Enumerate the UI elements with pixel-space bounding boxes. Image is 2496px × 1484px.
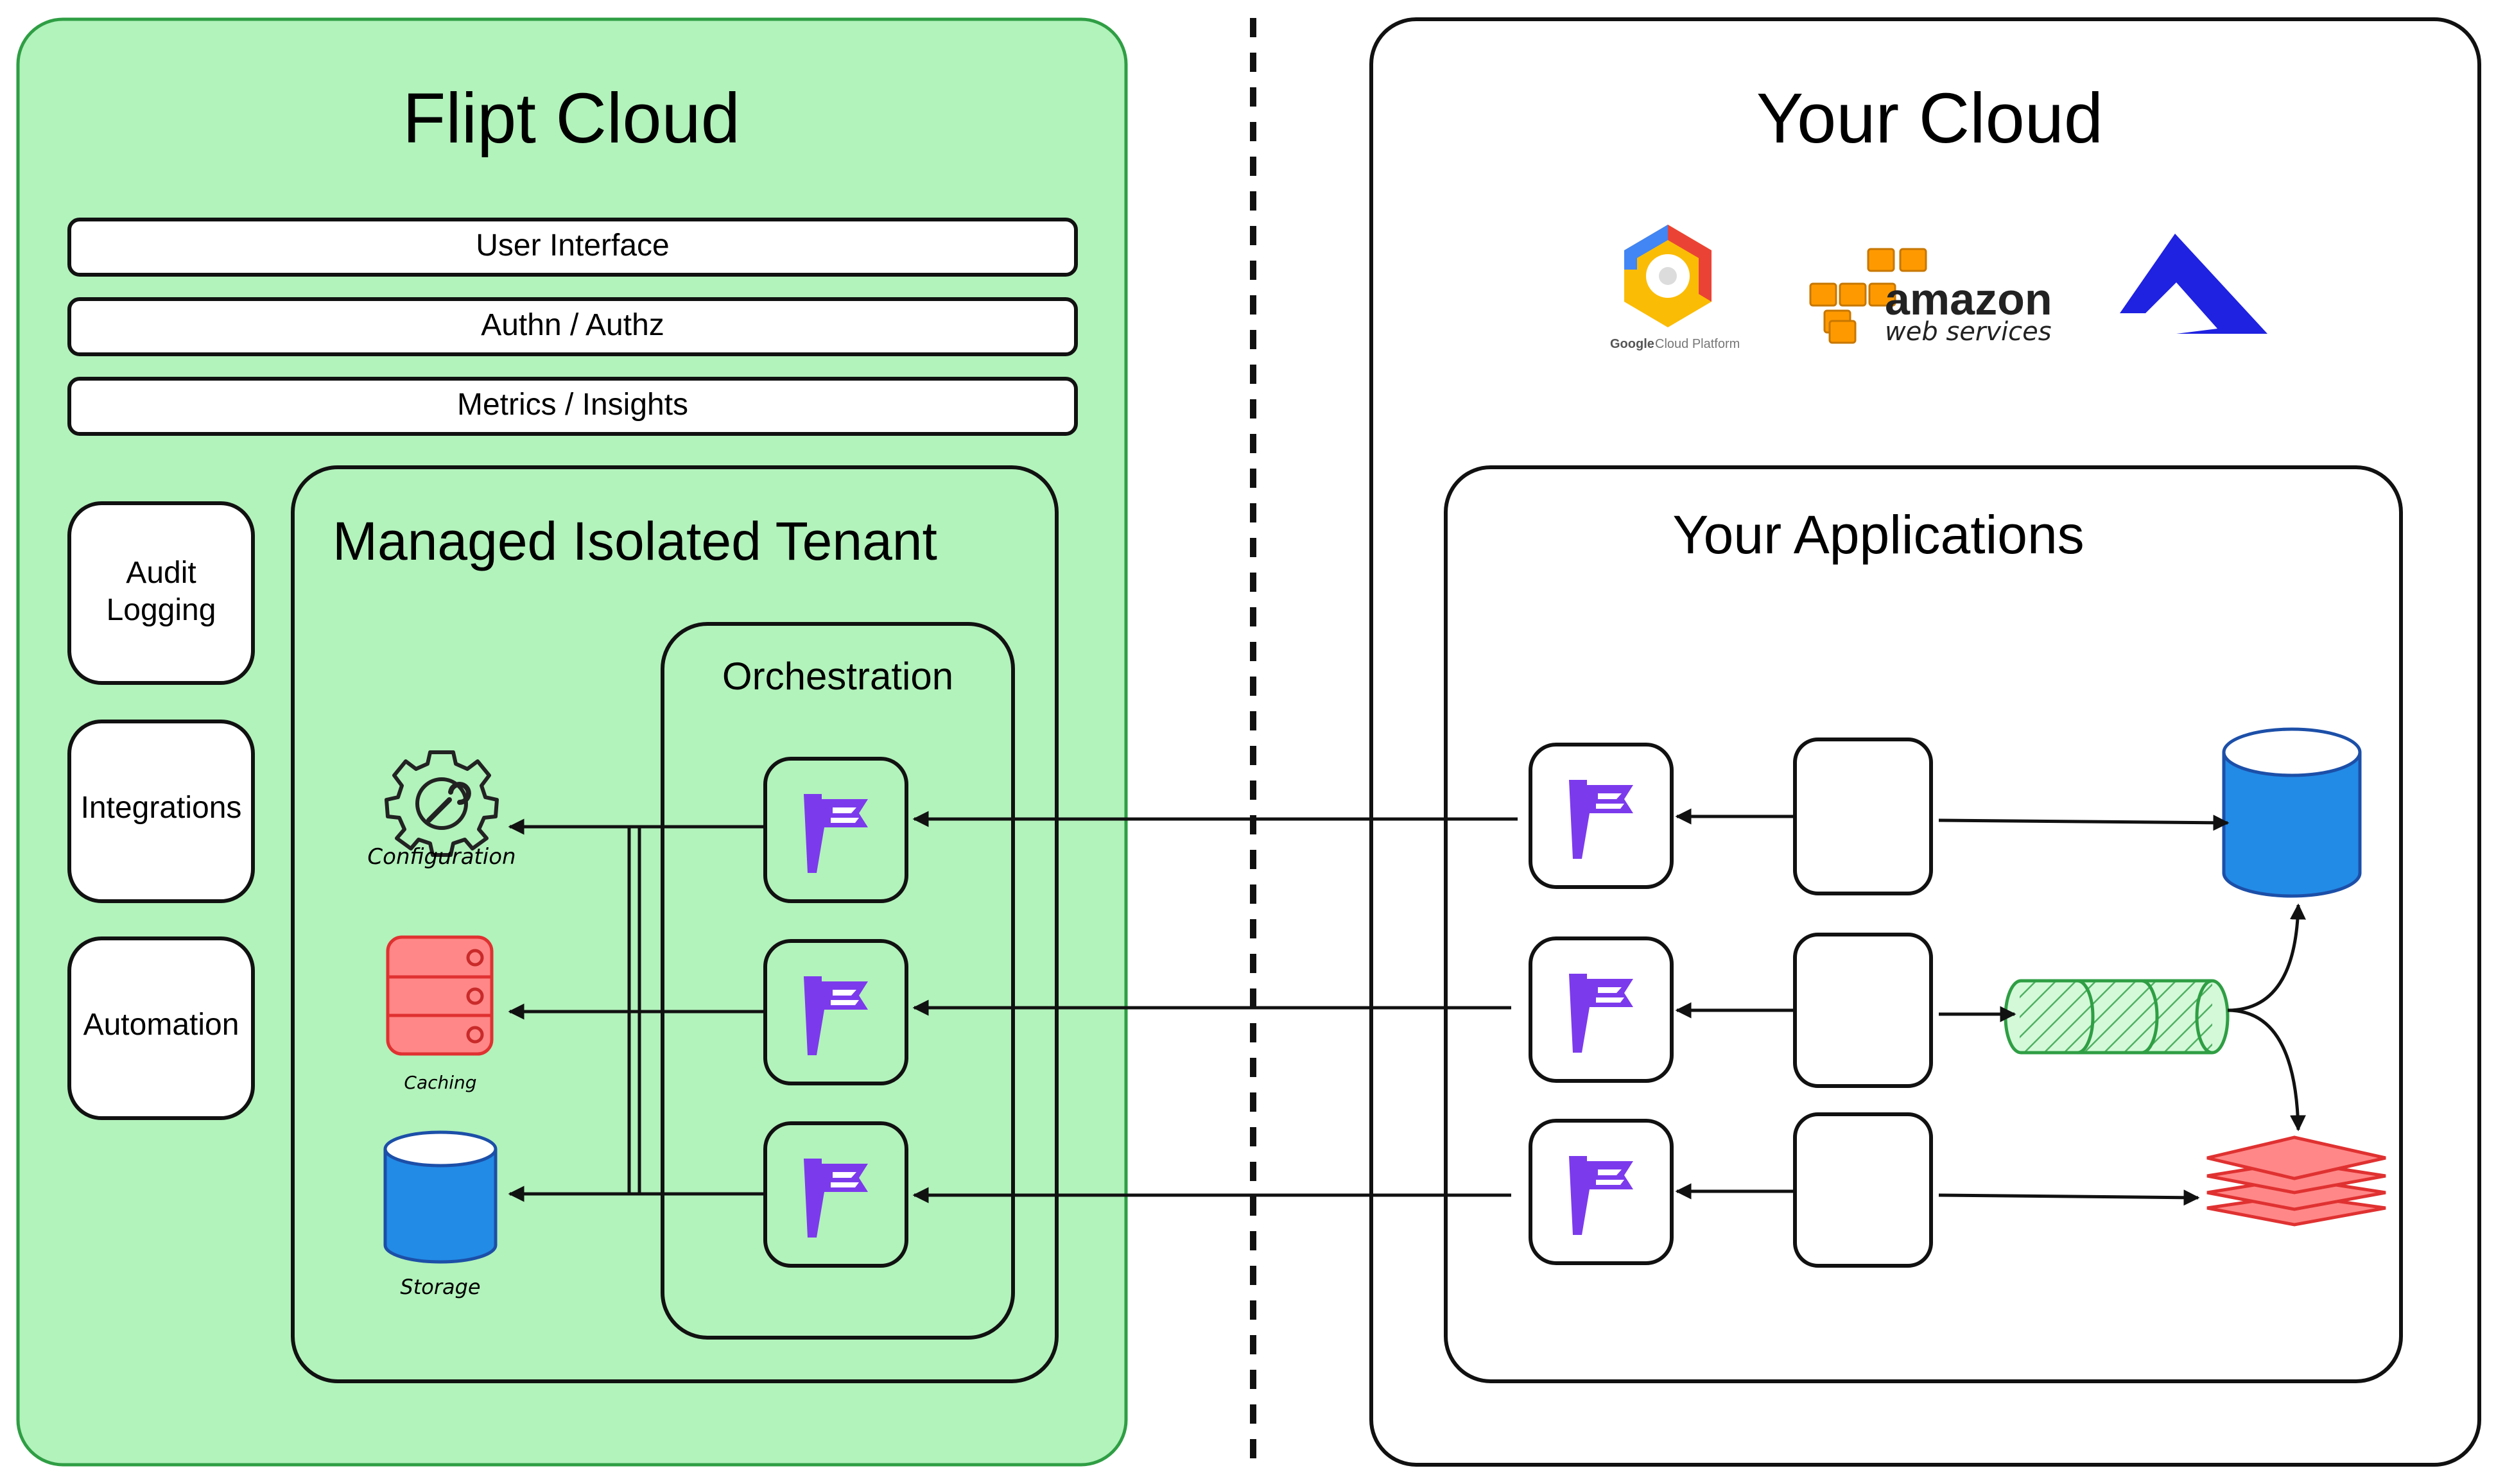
tenant-title: Managed Isolated Tenant bbox=[333, 511, 937, 571]
integrations-label: Integrations bbox=[81, 791, 242, 825]
your-applications-title: Your Applications bbox=[1672, 505, 2084, 565]
audit-logging-box: Audit Logging bbox=[67, 501, 255, 685]
configuration-label: Configuration bbox=[367, 844, 516, 870]
application-box-3 bbox=[1793, 1112, 1933, 1268]
client-instance-3 bbox=[1529, 1119, 1674, 1265]
orchestration-label: Orchestration bbox=[722, 655, 953, 698]
gcp-text-platform: Cloud Platform bbox=[1655, 337, 1740, 351]
gcp-text-google: Google bbox=[1610, 337, 1654, 351]
caching-label: Caching bbox=[404, 1072, 476, 1093]
orchestration-instance-1 bbox=[763, 757, 908, 903]
app-connectors bbox=[1675, 808, 2307, 1206]
automation-box: Automation bbox=[67, 936, 255, 1120]
integrations-box: Integrations bbox=[67, 720, 255, 903]
authn-authz-bar: Authn / Authz bbox=[67, 297, 1078, 356]
application-box-2 bbox=[1793, 933, 1933, 1088]
your-applications-panel: Your Applications bbox=[1444, 465, 2403, 1383]
caching-resource: Caching bbox=[386, 935, 494, 1093]
client-instance-1 bbox=[1529, 743, 1674, 889]
aws-text-web-services: web services bbox=[1885, 317, 2052, 347]
user-interface-bar: User Interface bbox=[67, 218, 1078, 277]
orchestration-instance-3 bbox=[763, 1121, 908, 1268]
audit-label: Audit bbox=[126, 556, 196, 590]
flipt-cloud-panel: Flipt Cloud User Interface Authn / Authz… bbox=[16, 17, 1128, 1467]
storage-resource: Storage bbox=[383, 1130, 498, 1299]
logging-label: Logging bbox=[107, 593, 216, 627]
application-box-1 bbox=[1793, 738, 1933, 895]
database-icon bbox=[386, 935, 494, 1056]
app-database-icon bbox=[2222, 727, 2362, 898]
your-cloud-title: Your Cloud bbox=[1756, 79, 2103, 158]
metrics-insights-bar: Metrics / Insights bbox=[67, 377, 1078, 436]
orchestration-instance-2 bbox=[763, 939, 908, 1085]
configuration-resource: Configuration bbox=[367, 750, 516, 870]
aws-text-amazon: amazon bbox=[1885, 274, 2052, 324]
cylinder-icon bbox=[383, 1130, 498, 1264]
flipt-cloud-title: Flipt Cloud bbox=[403, 79, 740, 158]
cross-cloud-connectors bbox=[912, 811, 1518, 1204]
storage-label: Storage bbox=[400, 1275, 480, 1299]
your-cloud-panel: Your Cloud Google Cloud Platform amazon … bbox=[1369, 17, 2481, 1467]
metrics-insights-label: Metrics / Insights bbox=[457, 388, 688, 422]
authn-authz-label: Authn / Authz bbox=[481, 308, 664, 342]
layers-icon bbox=[2206, 1135, 2386, 1227]
managed-isolated-tenant: Managed Isolated Tenant Orchestration bbox=[291, 465, 1059, 1383]
user-interface-label: User Interface bbox=[476, 229, 669, 263]
feature-bars: User Interface Authn / Authz Metrics / I… bbox=[67, 218, 1078, 436]
side-boxes: Audit Logging Integrations Automation bbox=[67, 501, 255, 1120]
gear-icon bbox=[385, 750, 499, 857]
queue-icon bbox=[2004, 979, 2230, 1055]
azure-logo bbox=[2120, 234, 2267, 334]
client-instance-2 bbox=[1529, 936, 1674, 1083]
automation-label: Automation bbox=[83, 1008, 239, 1042]
tenant-connectors bbox=[508, 818, 765, 1202]
gcp-logo: Google Cloud Platform bbox=[1610, 225, 1740, 351]
aws-logo: amazon web services bbox=[1809, 248, 2052, 347]
